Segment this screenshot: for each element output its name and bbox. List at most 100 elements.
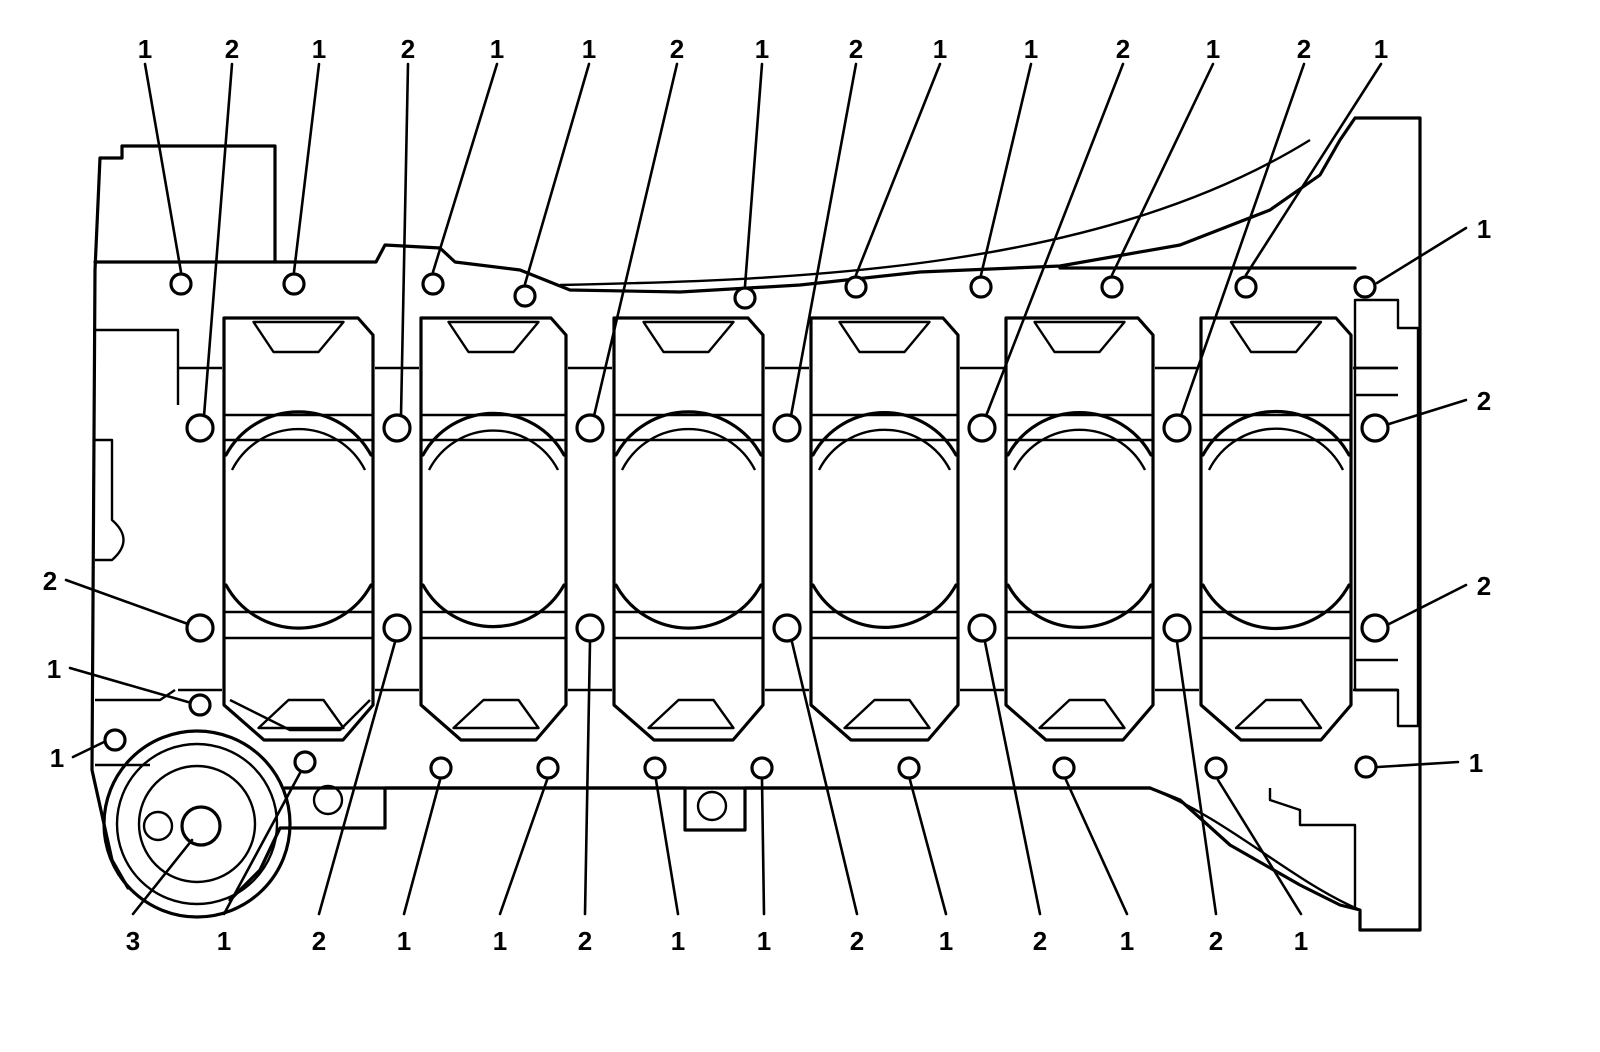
main-bearing-bolt (967, 613, 997, 643)
callout-label: 2 (1477, 386, 1491, 416)
bearing-cap-rails (614, 413, 763, 640)
callout-label: 2 (312, 926, 326, 956)
lower-block-bolt (429, 756, 453, 780)
cylinder-bore-lower (614, 583, 763, 630)
callout-label: 1 (1469, 748, 1483, 778)
main-bearing-bolt (185, 613, 215, 643)
callout-leader-line (64, 578, 190, 626)
dowel-hole (142, 810, 174, 842)
main-bearing-bolt (1360, 413, 1390, 443)
callout-label: 1 (933, 34, 947, 64)
bulkhead (1353, 366, 1397, 692)
callout-leader-line (1387, 398, 1468, 426)
oil-passage-center (696, 790, 728, 822)
callout-label: 2 (401, 34, 415, 64)
cylinder-bore (224, 410, 373, 457)
callout-label: 2 (850, 926, 864, 956)
callout-label: 2 (225, 34, 239, 64)
callout-leader-line (317, 640, 397, 916)
callout-label: 1 (1024, 34, 1038, 64)
callout-label: 1 (1477, 214, 1491, 244)
cylinder-bore-inner (427, 429, 560, 471)
top-window (1229, 320, 1323, 354)
bay-outline (1004, 316, 1155, 742)
bearing-cap-rails (1006, 413, 1153, 640)
callout-label: 2 (1209, 926, 1223, 956)
callout-leader-line (431, 62, 499, 274)
callout-label: 1 (217, 926, 231, 956)
bottom-window (1038, 698, 1126, 730)
callout-leader-line (1387, 583, 1468, 626)
upper-block-bolt (844, 275, 868, 299)
cylinder-bore-inner (1012, 428, 1147, 471)
main-bearing-bolt (1162, 413, 1192, 443)
block-top-profile (93, 116, 1422, 932)
callout-label: 1 (1120, 926, 1134, 956)
callout-leader-line (71, 740, 106, 759)
callout-leader-line (1179, 62, 1306, 418)
cylinder-bore (421, 411, 566, 457)
cylinder-bore-lower (811, 583, 958, 629)
cylinder-bore-inner (230, 427, 367, 471)
bearing-cap-rails (421, 413, 566, 640)
main-bearing-bolt (185, 413, 215, 443)
callout-label: 1 (138, 34, 152, 64)
cylinder-bore-lower (1201, 583, 1351, 631)
callout-leader-line (1064, 778, 1129, 916)
main-bearing-bolt (1360, 613, 1390, 643)
cylinder-bore-lower (224, 583, 373, 630)
callout-label: 1 (582, 34, 596, 64)
upper-block-bolt (421, 272, 445, 296)
callout-label: 2 (1116, 34, 1130, 64)
cylinder-bore-inner (817, 428, 952, 471)
lower-block-bolt (643, 756, 667, 780)
main-bearing-bolt (1162, 613, 1192, 643)
callout-leader-line (292, 62, 321, 274)
callout-label: 2 (1033, 926, 1047, 956)
callout-label: 1 (939, 926, 953, 956)
callout-leader-line (789, 62, 858, 418)
top-window (252, 320, 345, 354)
callout-label: 1 (490, 34, 504, 64)
callout-leader-line (523, 62, 591, 286)
callout-leader-line (790, 640, 859, 916)
bolt-set (103, 272, 1390, 780)
upper-block-bolt (169, 272, 193, 296)
bay-outline (1199, 316, 1353, 742)
upper-block-bolt (513, 284, 537, 308)
top-window (642, 320, 735, 354)
callout-leader-line (1175, 640, 1218, 916)
lower-block-bolt (750, 756, 774, 780)
callout-leader-line (983, 640, 1042, 916)
callout-leader-line (399, 62, 410, 418)
callout-label: 1 (47, 654, 61, 684)
bay-outline (222, 316, 375, 742)
cylinder-bore (1201, 409, 1351, 457)
lower-right-step (1149, 786, 1361, 912)
bulkhead (178, 366, 222, 692)
callout-label: 3 (126, 926, 140, 956)
main-bearing-bolt (575, 413, 605, 443)
upper-block-bolt (733, 286, 757, 310)
lower-block-bolt (103, 728, 127, 752)
callout-leader-line (979, 62, 1033, 277)
callout-leader-line (68, 666, 190, 704)
left-lower-web (95, 689, 176, 767)
callout-leader-line (402, 778, 442, 916)
callout-label: 1 (1374, 34, 1388, 64)
callout-label: 2 (43, 566, 57, 596)
cylinder-bore (614, 410, 763, 457)
lower-block-bolt (188, 693, 212, 717)
callout-leader-line (908, 778, 948, 916)
cylinder-bore-lower (1006, 583, 1153, 629)
callout-label: 2 (670, 34, 684, 64)
callout-leader-line (1216, 778, 1303, 916)
upper-block-bolt (969, 275, 993, 299)
callout-leader-line (1244, 62, 1383, 277)
cylinder-bore-lower (421, 583, 566, 629)
lower-block-bolt (1204, 756, 1228, 780)
bearing-cap-rails (224, 413, 373, 640)
cylinder-bore (1006, 411, 1153, 457)
callout-leader-line (202, 62, 234, 418)
bay-outline (809, 316, 960, 742)
